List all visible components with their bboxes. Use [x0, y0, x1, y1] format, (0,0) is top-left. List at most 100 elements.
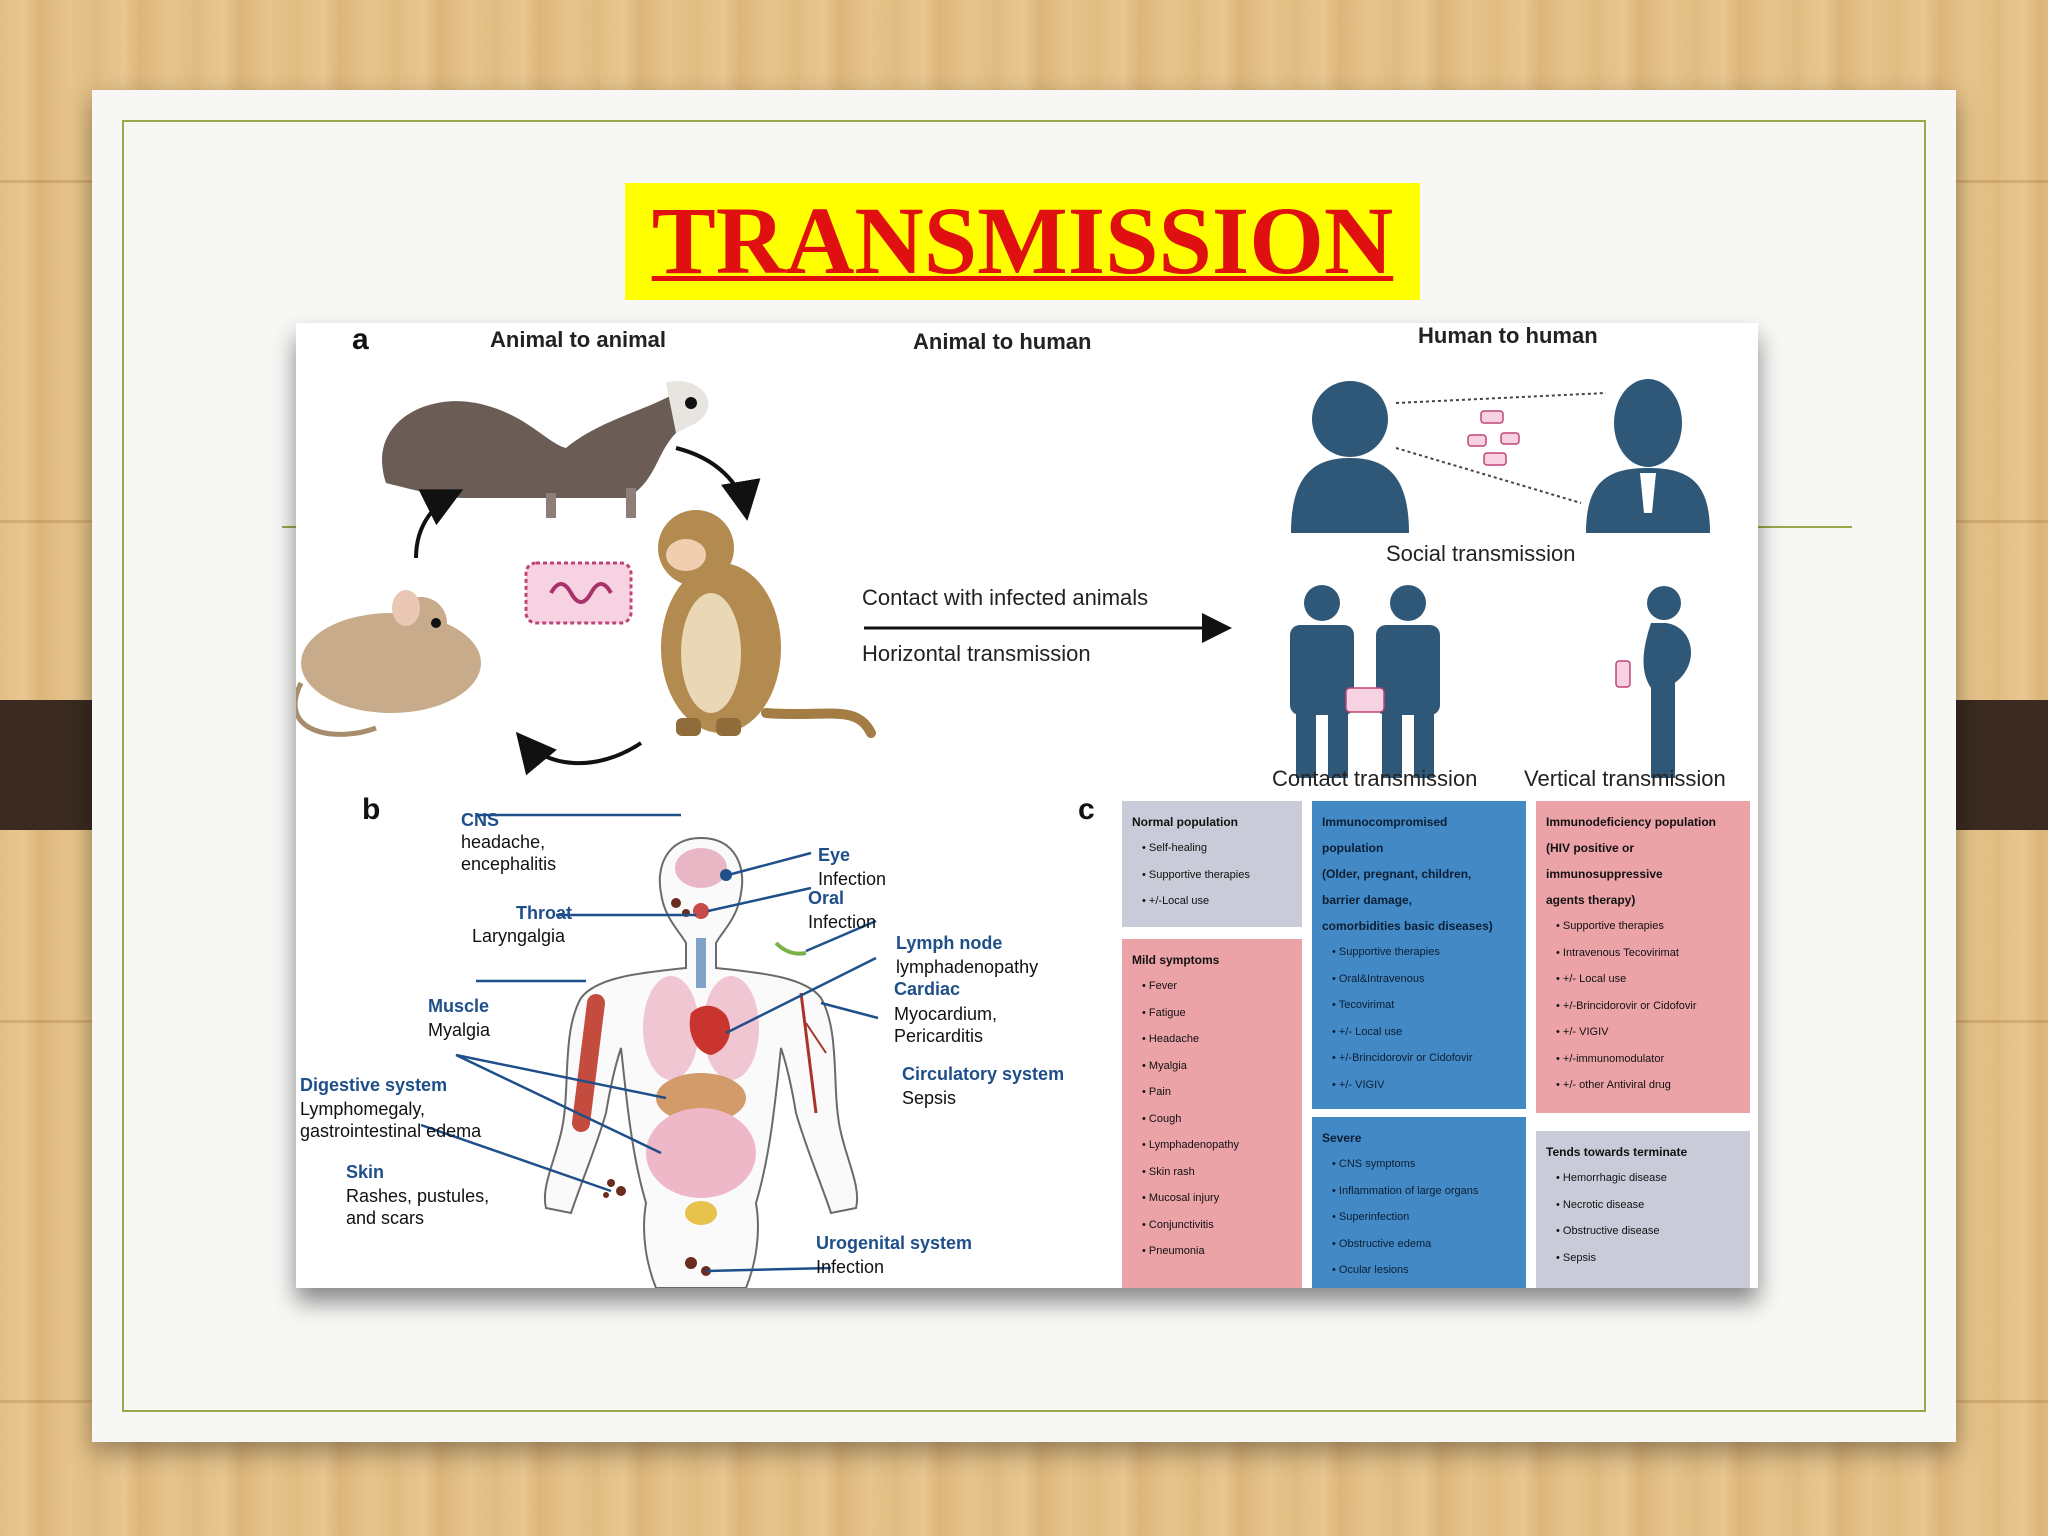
list-item: Obstructive edema: [1332, 1231, 1516, 1258]
list-item: Ocular lesions: [1332, 1257, 1516, 1284]
box-list: FeverFatigueHeadacheMyalgiaPainCoughLymp…: [1132, 973, 1292, 1265]
box-title: Immunocompromised population (Older, pre…: [1322, 815, 1493, 933]
list-item: +/- Local use: [1556, 966, 1740, 993]
heading-animal-to-human: Animal to human: [913, 329, 1092, 354]
list-item: +/- VIGIV: [1556, 1019, 1740, 1046]
organ-circulatory-system-detail: Sepsis: [902, 1088, 957, 1108]
list-item: Skin rash: [1142, 1159, 1292, 1186]
panel-a-letter: a: [352, 323, 369, 356]
organ-eye: Eye: [818, 845, 851, 865]
list-item: Superinfection: [1332, 1204, 1516, 1231]
list-item: Fatigue: [1142, 1000, 1292, 1027]
organ-cns-detail: headache, encephalitis: [461, 832, 557, 874]
box-title: Mild symptoms: [1132, 953, 1220, 967]
box-mild-symptoms: Mild symptoms FeverFatigueHeadacheMyalgi…: [1122, 939, 1302, 1288]
box-list: CNS symptomsInflammation of large organs…: [1322, 1151, 1516, 1284]
caption-vertical-transmission: Vertical transmission: [1524, 766, 1726, 791]
list-item: +/-Local use: [1142, 888, 1292, 915]
organ-cardiac-detail: Myocardium, Pericarditis: [894, 1004, 998, 1046]
heading-human-to-human: Human to human: [1418, 323, 1598, 348]
list-item: Tecovirimat: [1332, 992, 1516, 1019]
panel-b-body-diagram: [420, 813, 879, 1288]
list-item: Supportive therapies: [1556, 913, 1740, 940]
organ-oral: Oral: [808, 888, 845, 908]
cycle-arrow-icon: [515, 731, 643, 776]
organ-lymph-node-detail: lymphadenopathy: [896, 957, 1039, 977]
box-title: Immunodeficiency population (HIV positiv…: [1546, 815, 1717, 907]
person-icon: [1291, 381, 1409, 533]
box-list: Supportive therapiesIntravenous Tecoviri…: [1546, 913, 1740, 1099]
list-item: Inflammation of large organs: [1332, 1178, 1516, 1205]
organ-cns: CNS: [461, 810, 500, 830]
droplet-virus-icon: [1467, 410, 1520, 466]
list-item: Sepsis: [1556, 1245, 1740, 1272]
list-item: +/-Brincidorovir or Cidofovir: [1332, 1045, 1516, 1072]
list-item: Conjunctivitis: [1142, 1212, 1292, 1239]
monkeypox-virus-icon: [524, 561, 633, 625]
businessman-icon: [1586, 379, 1710, 533]
list-item: Mucosal injury: [1142, 1185, 1292, 1212]
list-item: Intravenous Tecovirimat: [1556, 940, 1740, 967]
organ-muscle: Muscle: [428, 996, 490, 1016]
list-item: +/-Brincidorovir or Cidofovir: [1556, 993, 1740, 1020]
contact-persons-icon: [1290, 585, 1440, 778]
organ-urogenital-system: Urogenital system: [816, 1233, 973, 1253]
box-immunodeficiency-population: Immunodeficiency population (HIV positiv…: [1536, 801, 1750, 1113]
box-list: Supportive therapiesOral&IntravenousTeco…: [1322, 939, 1516, 1098]
cycle-arrow-icon: [414, 489, 464, 559]
box-title: Severe: [1322, 1131, 1362, 1145]
organ-skin: Skin: [346, 1162, 385, 1182]
organ-digestive-system: Digestive system: [300, 1075, 448, 1095]
organ-eye-detail: Infection: [818, 869, 887, 889]
transmission-figure: a Animal to animal Animal to human Human…: [296, 323, 1758, 1288]
list-item: Oral&Intravenous: [1332, 966, 1516, 993]
organ-throat: Throat: [516, 903, 572, 923]
list-item: +/-immunomodulator: [1556, 1046, 1740, 1073]
arrow-label-contact: Contact with infected animals: [862, 585, 1149, 610]
list-item: Pain: [1142, 1079, 1292, 1106]
list-item: Lymphadenopathy: [1142, 1132, 1292, 1159]
monkey-icon: [658, 510, 876, 738]
organ-oral-detail: Infection: [808, 912, 877, 932]
mouse-icon: [296, 590, 481, 737]
list-item: Supportive therapies: [1142, 862, 1292, 889]
pregnant-person-icon: [1615, 586, 1691, 778]
list-item: Obstructive disease: [1556, 1218, 1740, 1245]
box-list: Hemorrhagic diseaseNecrotic diseaseObstr…: [1546, 1165, 1740, 1271]
caption-social-transmission: Social transmission: [1386, 541, 1576, 566]
caption-contact-transmission: Contact transmission: [1272, 766, 1478, 791]
box-title: Normal population: [1132, 815, 1238, 829]
organ-lymph-node: Lymph node: [896, 933, 1003, 953]
organ-digestive-system-detail: Lymphomegaly, gastrointestinal edema: [300, 1099, 482, 1141]
heading-animal-to-animal: Animal to animal: [490, 327, 667, 352]
box-severe: Severe CNS symptomsInflammation of large…: [1312, 1117, 1526, 1288]
list-item: Self-healing: [1142, 835, 1292, 862]
box-list: Self-healingSupportive therapies+/-Local…: [1132, 835, 1292, 915]
leader-lines: [420, 813, 879, 1273]
list-item: Necrotic disease: [1556, 1192, 1740, 1219]
arrow-label-horizontal: Horizontal transmission: [862, 641, 1091, 666]
list-item: CNS symptoms: [1332, 1151, 1516, 1178]
list-item: Cough: [1142, 1106, 1292, 1133]
list-item: Pneumonia: [1142, 1238, 1292, 1265]
organ-muscle-detail: Myalgia: [428, 1020, 491, 1040]
organ-throat-detail: Laryngalgia: [472, 926, 566, 946]
panel-c-letter: c: [1078, 793, 1095, 826]
list-item: Fever: [1142, 973, 1292, 1000]
organ-circulatory-system: Circulatory system: [902, 1064, 1065, 1084]
list-item: Myalgia: [1142, 1053, 1292, 1080]
box-immunocompromised-population: Immunocompromised population (Older, pre…: [1312, 801, 1526, 1109]
squirrel-icon: [382, 381, 709, 518]
organ-urogenital-system-detail: Infection: [816, 1257, 885, 1277]
title-highlight: [625, 183, 1420, 300]
slide-title: TRANSMISSION: [651, 187, 1394, 294]
panel-a-illustration: [296, 379, 1710, 778]
list-item: +/- VIGIV: [1332, 1072, 1516, 1099]
list-item: Supportive therapies: [1332, 939, 1516, 966]
box-tends-towards-terminate: Tends towards terminate Hemorrhagic dise…: [1536, 1131, 1750, 1288]
list-item: Hemorrhagic disease: [1556, 1165, 1740, 1192]
box-normal-population: Normal population Self-healingSupportive…: [1122, 801, 1302, 927]
list-item: +/- Local use: [1332, 1019, 1516, 1046]
slide-frame: [122, 120, 1926, 1412]
list-item: Headache: [1142, 1026, 1292, 1053]
